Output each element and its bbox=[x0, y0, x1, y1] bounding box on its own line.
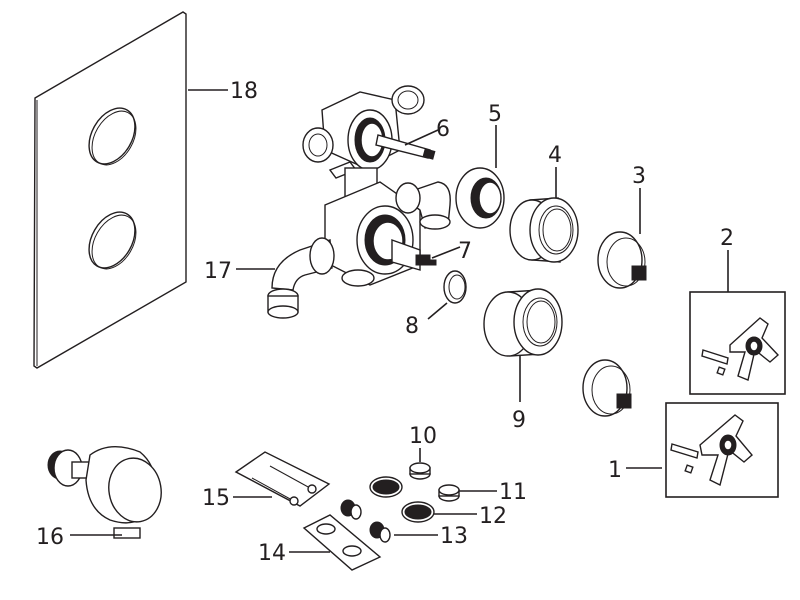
callout-13: 13 bbox=[440, 524, 468, 549]
callout-7: 7 bbox=[458, 239, 472, 264]
part-9-sleeve bbox=[483, 288, 563, 357]
part-valve-body bbox=[267, 85, 451, 319]
part-2-handle-box bbox=[689, 291, 786, 395]
callout-6: 6 bbox=[436, 117, 450, 142]
callout-11: 11 bbox=[499, 480, 527, 505]
callout-3: 3 bbox=[632, 164, 646, 189]
callout-2: 2 bbox=[720, 226, 734, 251]
callout-16: 16 bbox=[36, 525, 64, 550]
leader-7 bbox=[431, 246, 461, 259]
leader-8 bbox=[427, 302, 448, 320]
part-5-retaining-nut bbox=[455, 167, 505, 229]
part-4-sleeve bbox=[509, 197, 579, 263]
part-10-cap bbox=[409, 462, 431, 480]
callout-8: 8 bbox=[405, 314, 419, 339]
callout-9: 9 bbox=[512, 408, 526, 433]
callout-12: 12 bbox=[479, 504, 507, 529]
part-3b-knob-adapter bbox=[582, 359, 632, 417]
part-15-screw-card bbox=[234, 451, 331, 507]
callout-18: 18 bbox=[230, 79, 258, 104]
part-3-knob-adapter bbox=[597, 231, 647, 289]
callout-17: 17 bbox=[204, 259, 232, 284]
part-18-concealing-plate bbox=[33, 11, 187, 369]
part-11-cap bbox=[438, 484, 460, 502]
leader-6 bbox=[404, 129, 439, 146]
part-8-clip-ring bbox=[443, 270, 467, 304]
callout-14: 14 bbox=[258, 541, 286, 566]
part-16-wall-outlet bbox=[47, 446, 162, 539]
callout-5: 5 bbox=[488, 102, 502, 127]
part-14-olive-card bbox=[302, 514, 382, 571]
callout-15: 15 bbox=[202, 486, 230, 511]
leader-lines bbox=[70, 89, 729, 553]
callout-10: 10 bbox=[409, 424, 437, 449]
part-12-filter-washer bbox=[369, 476, 435, 523]
callout-labels: 18 6 5 4 3 2 7 8 17 9 1 16 15 14 13 12 1… bbox=[36, 79, 734, 566]
part-1-handle-box bbox=[665, 402, 779, 498]
callout-1: 1 bbox=[608, 458, 622, 483]
part-13-check-valve bbox=[340, 499, 391, 543]
callout-4: 4 bbox=[548, 143, 562, 168]
